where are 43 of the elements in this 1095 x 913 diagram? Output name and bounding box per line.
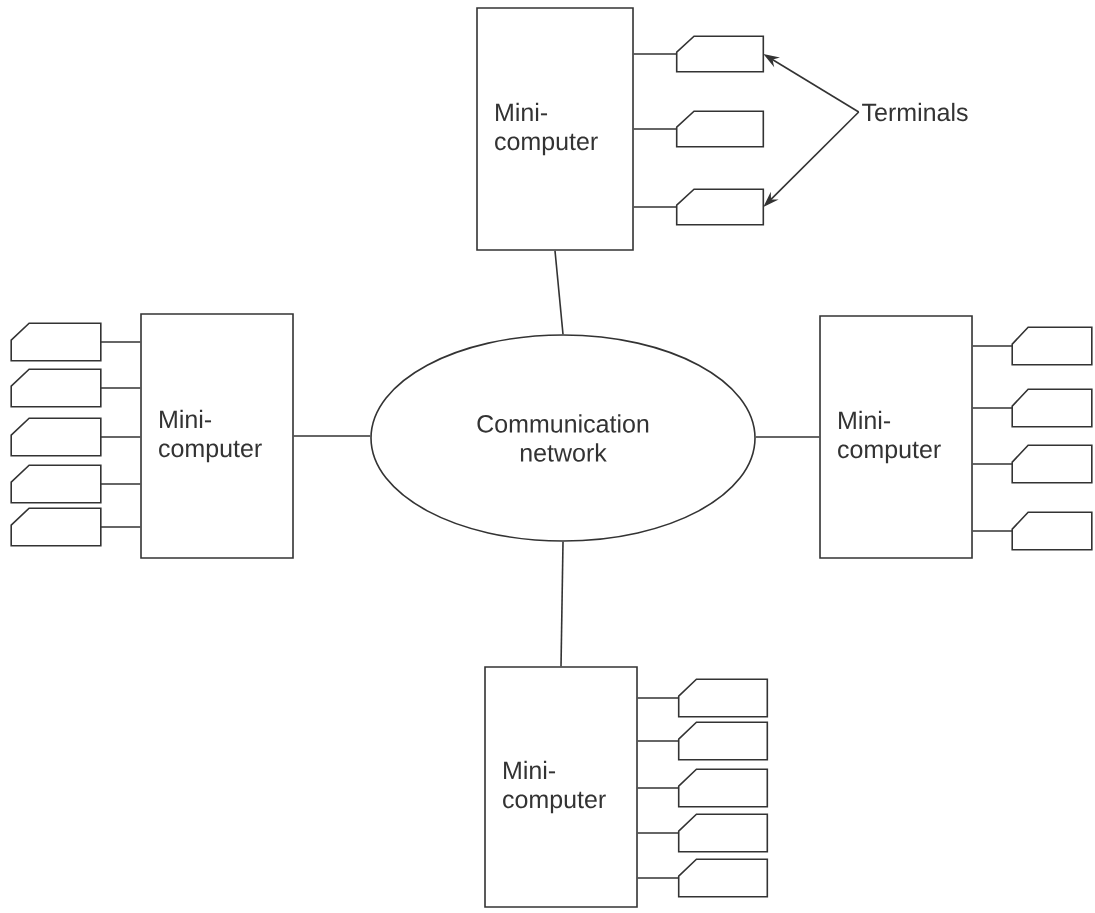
- callout-label: Terminals: [862, 102, 968, 122]
- connector-line: [755, 436, 820, 438]
- connector-line: [972, 407, 1013, 409]
- computer-box: Mini- computer: [819, 315, 973, 559]
- computer-box: Mini- computer: [476, 7, 634, 251]
- connector-line: [637, 740, 680, 742]
- connector-line: [100, 387, 141, 389]
- terminal-icon: [1011, 388, 1093, 428]
- terminal-icon: [1011, 444, 1093, 484]
- computer-box: Mini- computer: [484, 666, 638, 908]
- terminal-icon: [10, 464, 102, 504]
- terminal-icon: [10, 368, 102, 408]
- connector-line: [554, 250, 564, 335]
- connector-line: [637, 877, 680, 879]
- connector-line: [637, 697, 680, 699]
- terminal-icon: [675, 110, 765, 148]
- terminal-icon: [677, 813, 769, 853]
- connector-line: [972, 345, 1013, 347]
- connector-line: [637, 832, 680, 834]
- connector-line: [637, 787, 680, 789]
- terminal-icon: [10, 507, 102, 547]
- terminal-icon: [1011, 326, 1093, 366]
- terminal-icon: [675, 188, 765, 226]
- connector-line: [633, 128, 678, 130]
- connector-line: [633, 206, 678, 208]
- terminal-icon: [677, 721, 769, 761]
- terminal-icon: [1011, 511, 1093, 551]
- computer-box: Mini- computer: [140, 313, 294, 559]
- terminal-icon: [677, 858, 769, 898]
- terminal-icon: [677, 678, 769, 718]
- connector-line: [100, 483, 141, 485]
- connector-line: [560, 541, 564, 667]
- connector-line: [100, 436, 141, 438]
- terminal-icon: [10, 322, 102, 362]
- terminal-icon: [675, 35, 765, 73]
- connector-line: [100, 526, 141, 528]
- connector-line: [293, 435, 371, 437]
- connector-line: [972, 530, 1013, 532]
- terminal-icon: [677, 768, 769, 808]
- connector-line: [100, 341, 141, 343]
- connector-line: [633, 53, 678, 55]
- terminal-icon: [10, 417, 102, 457]
- connector-line: [972, 463, 1013, 465]
